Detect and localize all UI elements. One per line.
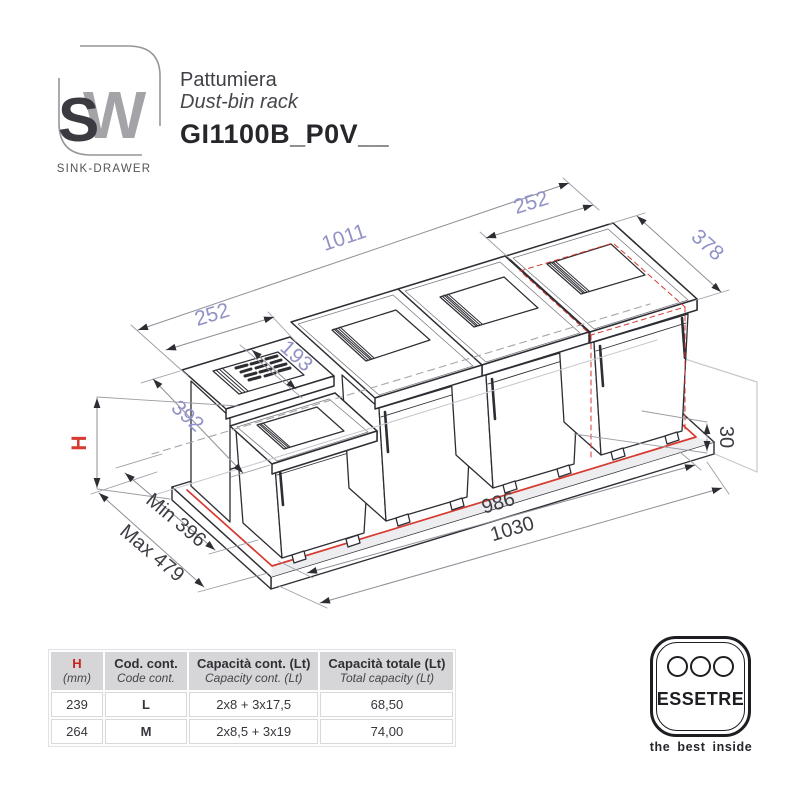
dim-label-30: 30 xyxy=(715,426,737,448)
col-h-main: H xyxy=(72,656,82,671)
col-header-total: Capacità totale (Lt) Total capacity (Lt) xyxy=(320,652,454,690)
circle-icon xyxy=(713,656,734,677)
essetre-logo: ESSETRE xyxy=(650,636,751,737)
col-total-sub: Total capacity (Lt) xyxy=(339,671,435,685)
cell-h-239: 239 xyxy=(51,692,103,717)
logo-frame-arc-bottom xyxy=(58,78,142,156)
col-code-main: Cod. cont. xyxy=(114,656,178,671)
dim-label-h: H xyxy=(68,435,91,450)
circle-icon xyxy=(667,656,688,677)
col-code-sub: Code cont. xyxy=(116,671,176,685)
product-title-en: Dust-bin rack xyxy=(180,91,298,113)
col-header-capacity: Capacità cont. (Lt) Capacity cont. (Lt) xyxy=(189,652,319,690)
circle-icon xyxy=(690,656,711,677)
cell-capacity-l: 2x8 + 3x17,5 xyxy=(189,692,319,717)
dim-label-252-left: 252 xyxy=(192,299,232,331)
spec-table: H (mm) Cod. cont. Code cont. Capacità co… xyxy=(48,649,457,747)
dim-label-378: 378 xyxy=(687,225,728,266)
hidden-red-outline xyxy=(519,242,686,461)
spec-table-header-row: H (mm) Cod. cont. Code cont. Capacità co… xyxy=(51,652,454,690)
model-code: GI1100B_P0V__ xyxy=(180,119,390,149)
logo-letter-s: S xyxy=(58,86,99,155)
essetre-tagline: the best inside xyxy=(649,740,753,754)
sink-drawer-logo: W S SINK-DRAWER xyxy=(57,45,161,175)
dim-label-252-top: 252 xyxy=(511,187,551,219)
logo-frame-arc-top xyxy=(80,45,161,126)
col-capacity-main: Capacità cont. (Lt) xyxy=(197,656,311,671)
essetre-logo-inner-border xyxy=(656,642,745,731)
product-title-it: Pattumiera xyxy=(180,69,277,91)
essetre-circles-icon xyxy=(653,656,748,677)
cell-h-264: 264 xyxy=(51,719,103,744)
dim-label-1011: 1011 xyxy=(319,220,369,256)
col-h-sub: (mm) xyxy=(63,671,91,685)
lid-front-small xyxy=(229,392,378,475)
col-capacity-sub: Capacity cont. (Lt) xyxy=(205,671,303,685)
cell-code-m: M xyxy=(105,719,187,744)
col-total-main: Capacità totale (Lt) xyxy=(328,656,446,671)
col-header-h: H (mm) xyxy=(51,652,103,690)
cell-capacity-m: 2x8,5 + 3x19 xyxy=(189,719,319,744)
logo-letter-w: W xyxy=(83,78,147,153)
col-header-code: Cod. cont. Code cont. xyxy=(105,652,187,690)
table-row: 264 M 2x8,5 + 3x19 74,00 xyxy=(51,719,454,744)
table-row: 239 L 2x8 + 3x17,5 68,50 xyxy=(51,692,454,717)
essetre-name: ESSETRE xyxy=(656,689,745,709)
dimension-lines xyxy=(93,182,723,604)
cell-total-l: 68,50 xyxy=(320,692,454,717)
cell-code-l: L xyxy=(105,692,187,717)
logo-brand-text: SINK-DRAWER xyxy=(57,163,152,175)
title-block: Pattumiera Dust-bin rack GI1100B_P0V__ xyxy=(180,69,389,150)
cell-total-m: 74,00 xyxy=(320,719,454,744)
